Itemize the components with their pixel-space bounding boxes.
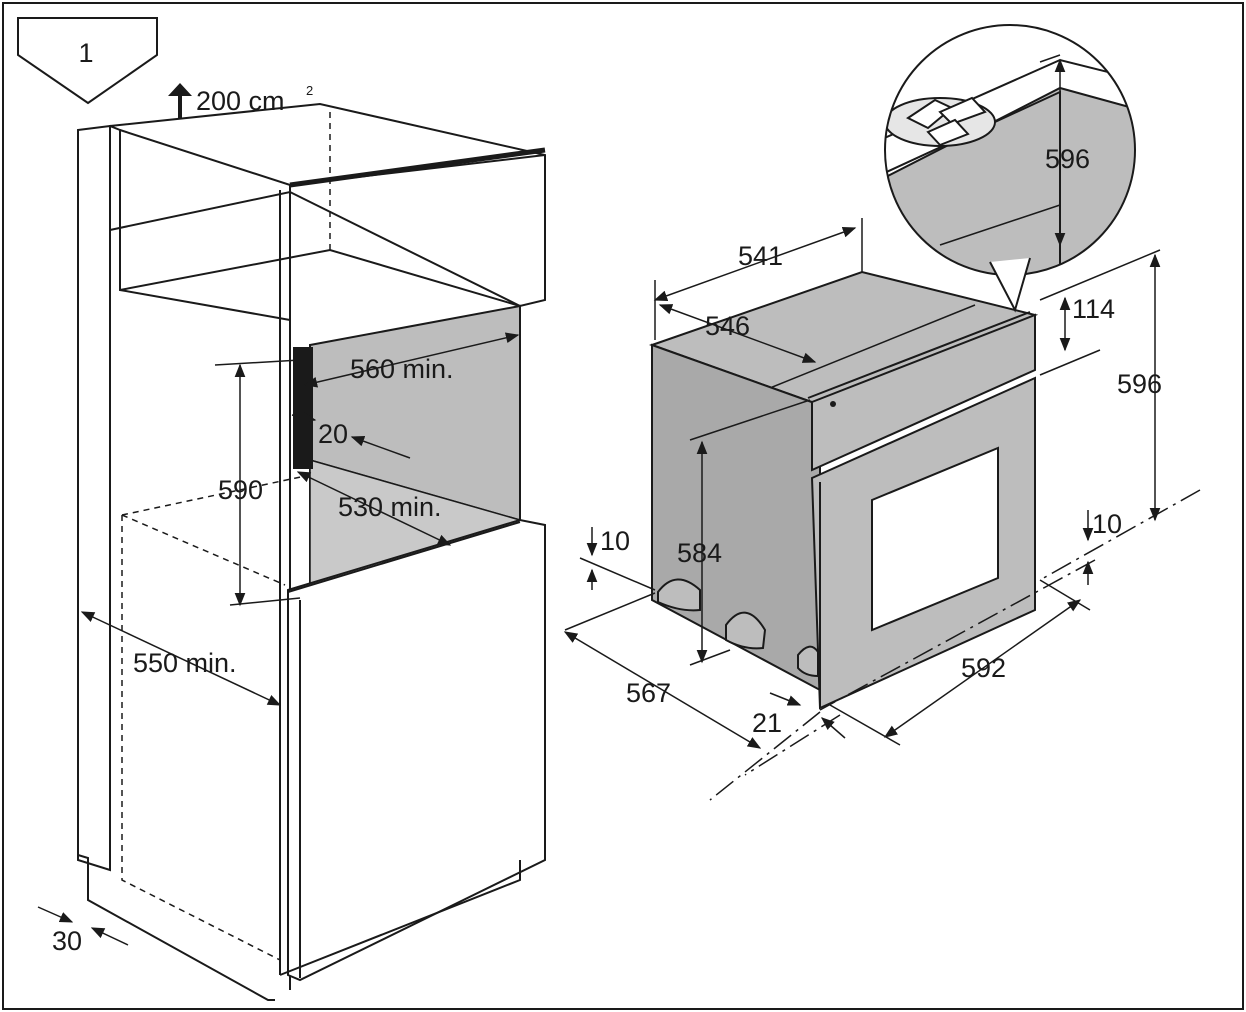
- panel-height-label: 114: [1072, 294, 1115, 324]
- plinth-label: 30: [52, 926, 82, 956]
- bottom-gap-left-label: 10: [600, 526, 630, 556]
- depth-min-label: 560 min.: [350, 354, 454, 384]
- oven-dimension-lines: [563, 54, 1201, 801]
- oven-drawing: [648, 270, 1039, 710]
- cabinet-drawing: [77, 83, 546, 1001]
- oven-labels: 541 546 114 596 596 10 584 10 567 21 592: [600, 144, 1162, 738]
- figure-badge: 1: [17, 17, 158, 105]
- detail-height-label: 596: [1045, 144, 1090, 174]
- height-label: 590: [218, 475, 263, 505]
- width-min-label: 530 min.: [338, 492, 442, 522]
- width-label: 592: [961, 653, 1006, 683]
- figure-number: 1: [78, 38, 93, 68]
- vent-area-superscript: 2: [306, 83, 313, 98]
- body-height-label: 584: [677, 538, 722, 568]
- overall-depth-label: 567: [626, 678, 671, 708]
- gap-label: 20: [318, 419, 348, 449]
- top-depth-label: 541: [738, 241, 783, 271]
- ventilation-gap: [293, 347, 313, 469]
- door-thickness-label: 21: [752, 708, 782, 738]
- depth-label: 546: [705, 311, 750, 341]
- total-height-label: 596: [1117, 369, 1162, 399]
- cabinet-dimension-lines: [37, 332, 520, 946]
- detail-magnifier: [884, 24, 1136, 313]
- side-depth-label: 550 min.: [133, 648, 237, 678]
- vent-area-label: 200 cm: [196, 86, 285, 116]
- vent-up-arrow-icon: [168, 83, 192, 119]
- cabinet-labels: 200 cm 2 560 min. 20 590 530 min. 550 mi…: [52, 83, 454, 956]
- bottom-gap-right-label: 10: [1092, 509, 1122, 539]
